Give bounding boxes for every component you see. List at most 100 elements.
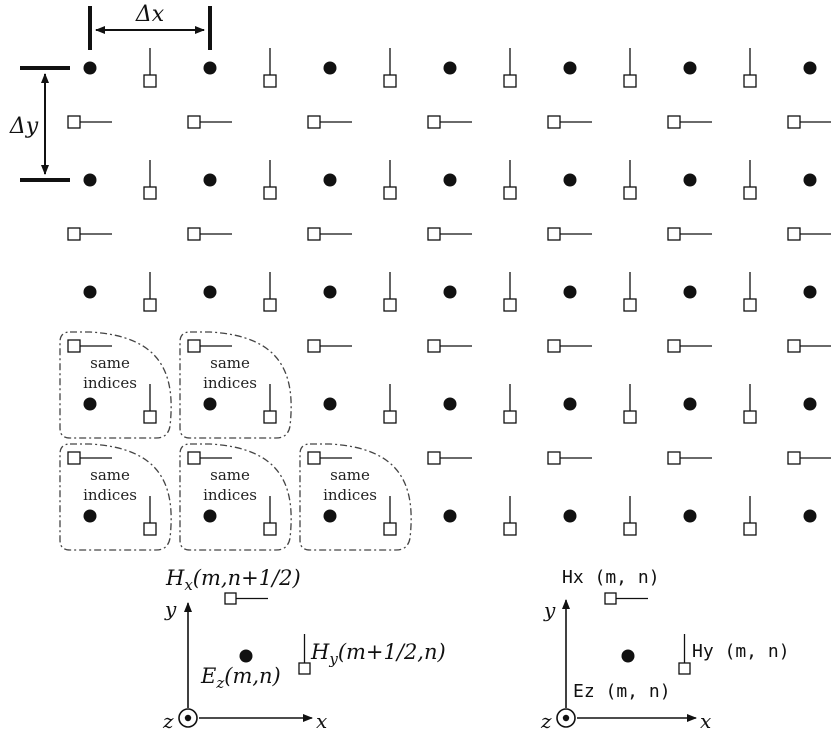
same-indices-line1: same [210, 354, 250, 372]
hx-node [187, 227, 201, 241]
delta-y-dimension: Δy [9, 66, 70, 182]
ez-node [443, 397, 457, 411]
ez-node [803, 397, 817, 411]
grid-layer [67, 48, 831, 536]
hx-node [307, 451, 321, 465]
same-indices-outline [179, 443, 292, 551]
hy-node [743, 522, 757, 536]
hy-legend-label-right: Hy (m, n) [692, 641, 790, 662]
hx-node [787, 227, 801, 241]
y-axis-label-right: y [543, 598, 556, 622]
same-indices-line1: same [90, 354, 130, 372]
hy-node [143, 522, 157, 536]
hy-node [503, 74, 517, 88]
hy-node [743, 298, 757, 312]
ez-legend-marker-right [621, 649, 635, 663]
hy-node [143, 298, 157, 312]
same-indices-line1: same [90, 466, 130, 484]
ez-node [83, 61, 97, 75]
hx-legend-marker [224, 592, 237, 605]
hy-node [503, 522, 517, 536]
hy-node [623, 298, 637, 312]
ez-node [443, 285, 457, 299]
hx-legend-label-right: Hx (m, n) [562, 567, 660, 588]
same-indices-line2: indices [203, 374, 257, 392]
hx-node [787, 339, 801, 353]
hx-node [547, 451, 561, 465]
hy-node [263, 74, 277, 88]
z-axis-label-right: z [540, 709, 552, 733]
ez-node [683, 285, 697, 299]
ez-node [563, 509, 577, 523]
hx-node [307, 339, 321, 353]
ez-node [683, 397, 697, 411]
ez-legend-label: Ez(m,n) [200, 664, 281, 692]
hx-node [427, 339, 441, 353]
hx-node [667, 339, 681, 353]
hx-node [547, 115, 561, 129]
hy-node [143, 410, 157, 424]
hy-legend-marker [298, 662, 311, 675]
hy-node [383, 298, 397, 312]
ez-legend-marker [239, 649, 253, 663]
same-indices-outline [179, 331, 292, 439]
ez-node [203, 173, 217, 187]
ez-node [443, 173, 457, 187]
hx-node [67, 339, 81, 353]
ez-legend-label-right: Ez (m, n) [573, 681, 671, 702]
group-layer: sameindicessameindicessameindicessameind… [59, 331, 412, 551]
ez-node [323, 397, 337, 411]
hy-node [263, 410, 277, 424]
same-indices-line1: same [210, 466, 250, 484]
hy-node [623, 186, 637, 200]
ez-node [683, 509, 697, 523]
same-indices-line2: indices [83, 486, 137, 504]
hy-legend-marker-right [678, 662, 691, 675]
hy-node [503, 186, 517, 200]
ez-node [323, 173, 337, 187]
hx-node [667, 115, 681, 129]
hy-node [383, 186, 397, 200]
hx-legend-marker-right [604, 592, 617, 605]
ez-node [563, 285, 577, 299]
ez-node [323, 61, 337, 75]
ez-node [323, 509, 337, 523]
ez-node [83, 509, 97, 523]
hx-node [547, 227, 561, 241]
hy-node [743, 410, 757, 424]
same-indices-outline [299, 443, 412, 551]
hx-node [547, 339, 561, 353]
hx-node [67, 451, 81, 465]
hy-node [263, 298, 277, 312]
hx-node [187, 339, 201, 353]
hy-node [623, 74, 637, 88]
same-indices-line1: same [330, 466, 370, 484]
ez-node [803, 285, 817, 299]
ez-node [563, 173, 577, 187]
hx-node [427, 451, 441, 465]
left-legend: Hx(m,n+1/2) Hy(m+1/2,n) Ez(m,n) y x z [162, 566, 446, 733]
hx-node [787, 115, 801, 129]
ez-node [683, 173, 697, 187]
ez-node [203, 285, 217, 299]
hy-node [263, 186, 277, 200]
ez-node [803, 509, 817, 523]
hy-node [143, 186, 157, 200]
same-indices-outline [59, 331, 172, 439]
ez-node [203, 61, 217, 75]
delta-x-label: Δx [135, 2, 165, 27]
ez-node [83, 173, 97, 187]
hx-node [787, 451, 801, 465]
ez-node [803, 61, 817, 75]
ez-node [563, 397, 577, 411]
ez-node [203, 509, 217, 523]
ez-node [83, 397, 97, 411]
same-indices-outline [59, 443, 172, 551]
hx-legend-label: Hx(m,n+1/2) [165, 566, 301, 594]
hy-node [743, 186, 757, 200]
hx-node [667, 227, 681, 241]
x-axis-label: x [316, 709, 327, 733]
ez-node [443, 61, 457, 75]
